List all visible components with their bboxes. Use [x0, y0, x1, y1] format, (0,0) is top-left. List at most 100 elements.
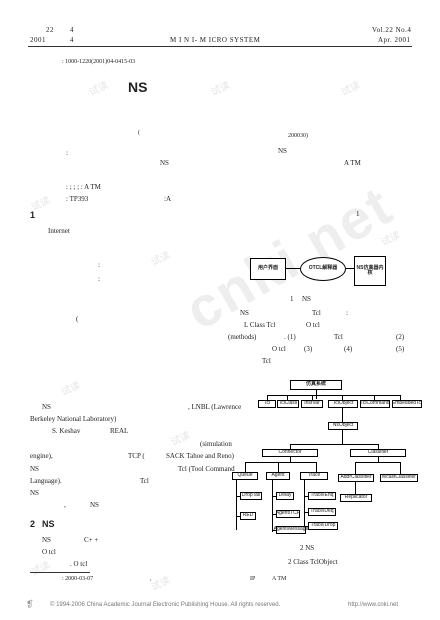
abstract-ns1: NS	[278, 147, 287, 155]
text-otcl-2: . O tcl	[70, 560, 88, 568]
fig2-classifier-box: Classifier	[350, 449, 406, 457]
fig2-line	[267, 395, 400, 396]
fig2-level1-box: TclClass	[277, 400, 299, 408]
header-rule	[28, 46, 412, 47]
text-internet: Internet	[48, 227, 70, 235]
text-ns-tcl: NS	[30, 465, 39, 473]
footnote-comma: ,	[150, 576, 152, 582]
footer-url[interactable]: http://www.cnki.net	[348, 602, 399, 608]
text-m3: (3)	[304, 345, 313, 353]
fig2-line	[304, 480, 305, 528]
article-id: : 1000-1220(2001)04-0415-03	[62, 59, 136, 65]
text-ns: NS	[42, 403, 51, 411]
fig2-line	[290, 457, 291, 462]
fig2-line	[287, 395, 288, 400]
fig2-line	[374, 395, 375, 400]
fig2-agent-child: Delay	[276, 492, 294, 500]
fig2-line	[272, 480, 273, 532]
footnote-received: : 2000-03-07	[62, 576, 94, 582]
journal-name: M I N I- M ICRO SYSTEM	[170, 36, 261, 44]
fig2-nsobject-box: NsObject	[328, 422, 358, 430]
text-class-tcl: L Class Tcl	[244, 321, 276, 329]
affiliation-paren: (	[138, 130, 140, 136]
fig2-line	[378, 444, 379, 449]
fig2-line	[278, 462, 279, 472]
text-engine: engine),	[30, 452, 53, 460]
text-ns-end: NS	[90, 501, 99, 509]
fig2-classifier-child: McastClassifier	[380, 474, 418, 482]
fig1-arrow-right	[346, 268, 354, 269]
text-lbnl: , LNBL (Lawrence	[188, 403, 242, 411]
text-simulation: (simulation	[200, 440, 232, 448]
text-tcl: Tcl	[262, 357, 271, 365]
fig2-root-box: 仿真系统	[290, 380, 342, 390]
text-ns: NS	[42, 536, 51, 544]
fig2-agent-child: Agent/TCP	[275, 510, 301, 518]
text-m1: . (1)	[284, 333, 296, 341]
fig2-caption-class: 2 Class TclObject	[288, 558, 338, 566]
affiliation-postcode: 200030)	[288, 133, 308, 139]
fig2-trace-child: Trace/Deq	[308, 508, 336, 516]
text-tcl: Tcl	[334, 333, 343, 341]
text-comma: ,	[64, 501, 66, 509]
fig2-line	[312, 395, 313, 400]
fig2-replicator-box: Replicator	[340, 494, 372, 502]
fig2-line	[272, 530, 276, 531]
section-2-number: 2	[30, 519, 36, 529]
text-otcl: O tcl	[306, 321, 320, 329]
header-vol-en: Vol.22 No.4	[372, 26, 412, 34]
fig2-line	[245, 462, 317, 463]
header-year-cn: 2001	[30, 36, 46, 44]
text-colon: :	[98, 275, 100, 283]
fig2-line	[272, 496, 276, 497]
watermark-mark: 试读	[149, 575, 173, 594]
fig2-line	[400, 395, 401, 400]
footer-copyright: © 1994-2006 China Academic Journal Elect…	[50, 602, 281, 608]
fig2-line	[378, 457, 379, 462]
text-m2: (2)	[396, 333, 405, 341]
text-keshav: S. Keshav	[52, 427, 81, 435]
fig2-line	[245, 462, 246, 472]
header-date-en: Apr. 2001	[378, 36, 411, 44]
fig2-trace-child: Trace/Enq	[308, 492, 336, 500]
text-otcl: O tcl	[272, 345, 286, 353]
document-code: :A	[164, 195, 171, 203]
fig2-classifier-child: AddrClassifier	[338, 474, 374, 482]
text-ns-last: NS	[30, 489, 39, 497]
text-tcl-tool: Tcl (Tool Command	[178, 465, 235, 473]
fig2-connector-child: Queue	[232, 472, 258, 480]
classification-number: : TP393	[66, 195, 89, 203]
text-otcl: O tcl	[42, 548, 56, 556]
fig2-line	[236, 480, 237, 530]
fig2-line	[316, 462, 317, 472]
text-methods: (methods)	[228, 333, 257, 341]
abstract-ns2: NS	[160, 159, 169, 167]
abstract-atm: A TM	[344, 159, 361, 167]
fig2-level1-box: EmbeddedTcl	[391, 400, 423, 408]
fig2-queue-child: RED	[240, 512, 256, 520]
fig2-connector-box: Connector	[262, 449, 318, 457]
fig2-level1-box: InstVar	[301, 400, 323, 408]
fig2-line	[272, 514, 276, 515]
fig2-line	[236, 516, 240, 517]
section-2-title: NS	[42, 519, 55, 529]
fig2-line	[342, 395, 343, 400]
fig2-trace-child: Trace/Drop	[308, 522, 338, 530]
text-language: Language).	[30, 477, 62, 485]
footnote-rule	[30, 572, 90, 573]
text-m5: (5)	[396, 345, 405, 353]
fig1-ns-kernel-box: NS仿真器内核	[354, 256, 386, 286]
text-tcl: Tcl	[312, 309, 321, 317]
fig1-arrow-left	[286, 268, 300, 269]
text-sack: SACK Tahoe and Reno)	[166, 452, 235, 460]
header-month-cn: 4	[70, 36, 74, 44]
fig2-line	[304, 526, 308, 527]
fig1-user-interface-box: 用户界面	[250, 258, 286, 280]
abstract-colon: :	[66, 149, 68, 157]
header-no-cn: 4	[70, 26, 74, 34]
fig2-line	[400, 462, 401, 474]
fig2-line	[267, 395, 268, 400]
text-marker: 1	[356, 210, 360, 218]
text-tcl: Tcl	[140, 477, 149, 485]
watermark-mark: 试读	[169, 430, 193, 449]
